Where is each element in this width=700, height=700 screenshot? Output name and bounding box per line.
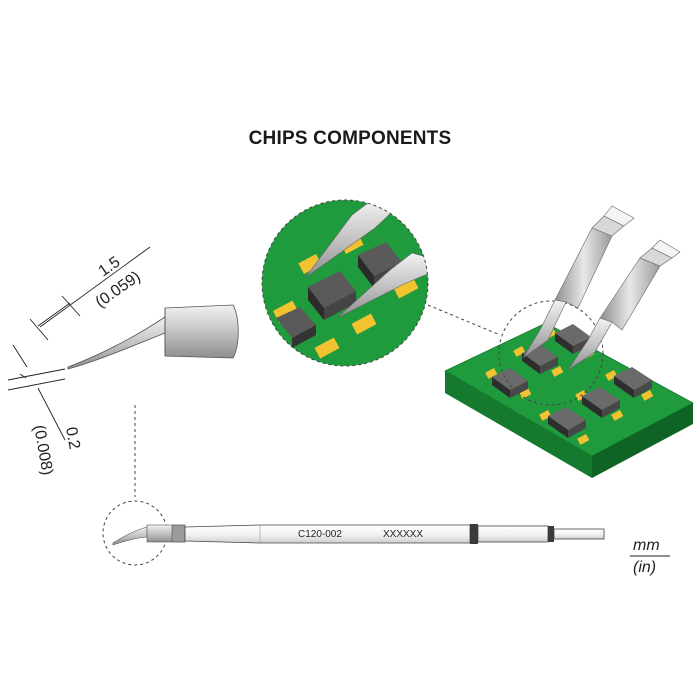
pcb-board — [444, 300, 694, 478]
width-mm-label: 0.2 — [62, 426, 83, 451]
tip-model-label: C120-002 — [298, 529, 342, 540]
zoom-circle — [261, 199, 429, 367]
pcb-chip — [555, 324, 591, 354]
zoom-chip — [276, 307, 316, 348]
zoom-leader-line — [427, 304, 501, 336]
tip-point — [67, 316, 166, 370]
pcb-chip — [614, 367, 652, 398]
pcb-chip — [582, 387, 620, 418]
page-title: CHIPS COMPONENTS — [248, 128, 452, 149]
full-tip — [112, 524, 605, 546]
tweezer-pair — [522, 205, 681, 371]
unit-metric: mm — [633, 537, 660, 554]
length-mm-label: 1.5 — [96, 254, 124, 281]
width-in-label: (0.008) — [30, 424, 56, 477]
tip-code-label: XXXXXX — [383, 529, 423, 540]
dimension-lines — [7, 246, 151, 441]
tip-collar — [164, 304, 239, 359]
units-legend: mm (in) — [630, 537, 670, 576]
tip-closeup — [67, 304, 239, 370]
unit-imperial: (in) — [633, 559, 656, 576]
pcb-chip — [548, 407, 586, 438]
zoom-chip — [308, 271, 356, 320]
pcb-chip — [492, 368, 528, 398]
